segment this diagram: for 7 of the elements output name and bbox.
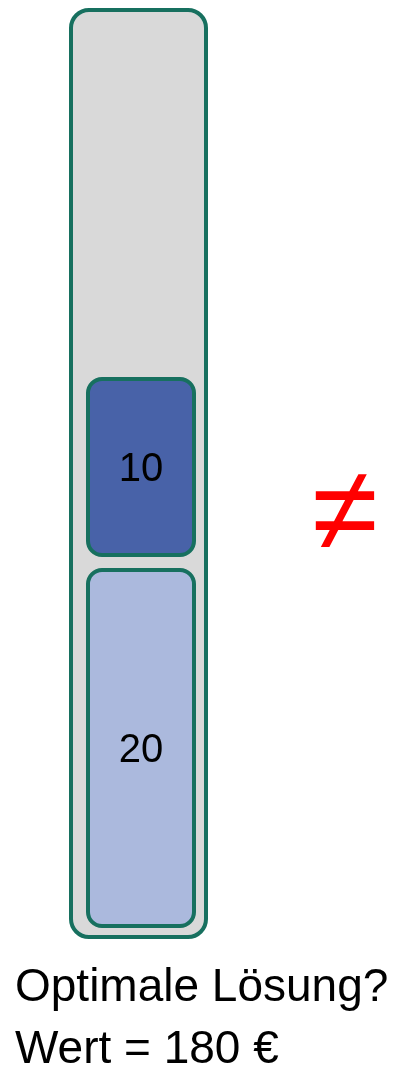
weight-label: 20 xyxy=(118,725,164,771)
value-text: Wert = 180 € xyxy=(15,1024,279,1070)
item-block xyxy=(86,568,196,928)
not-equal-sign: ≠ xyxy=(312,448,378,568)
weight-label: 10 xyxy=(118,444,164,490)
container-box xyxy=(69,8,208,939)
item-block xyxy=(86,377,196,557)
